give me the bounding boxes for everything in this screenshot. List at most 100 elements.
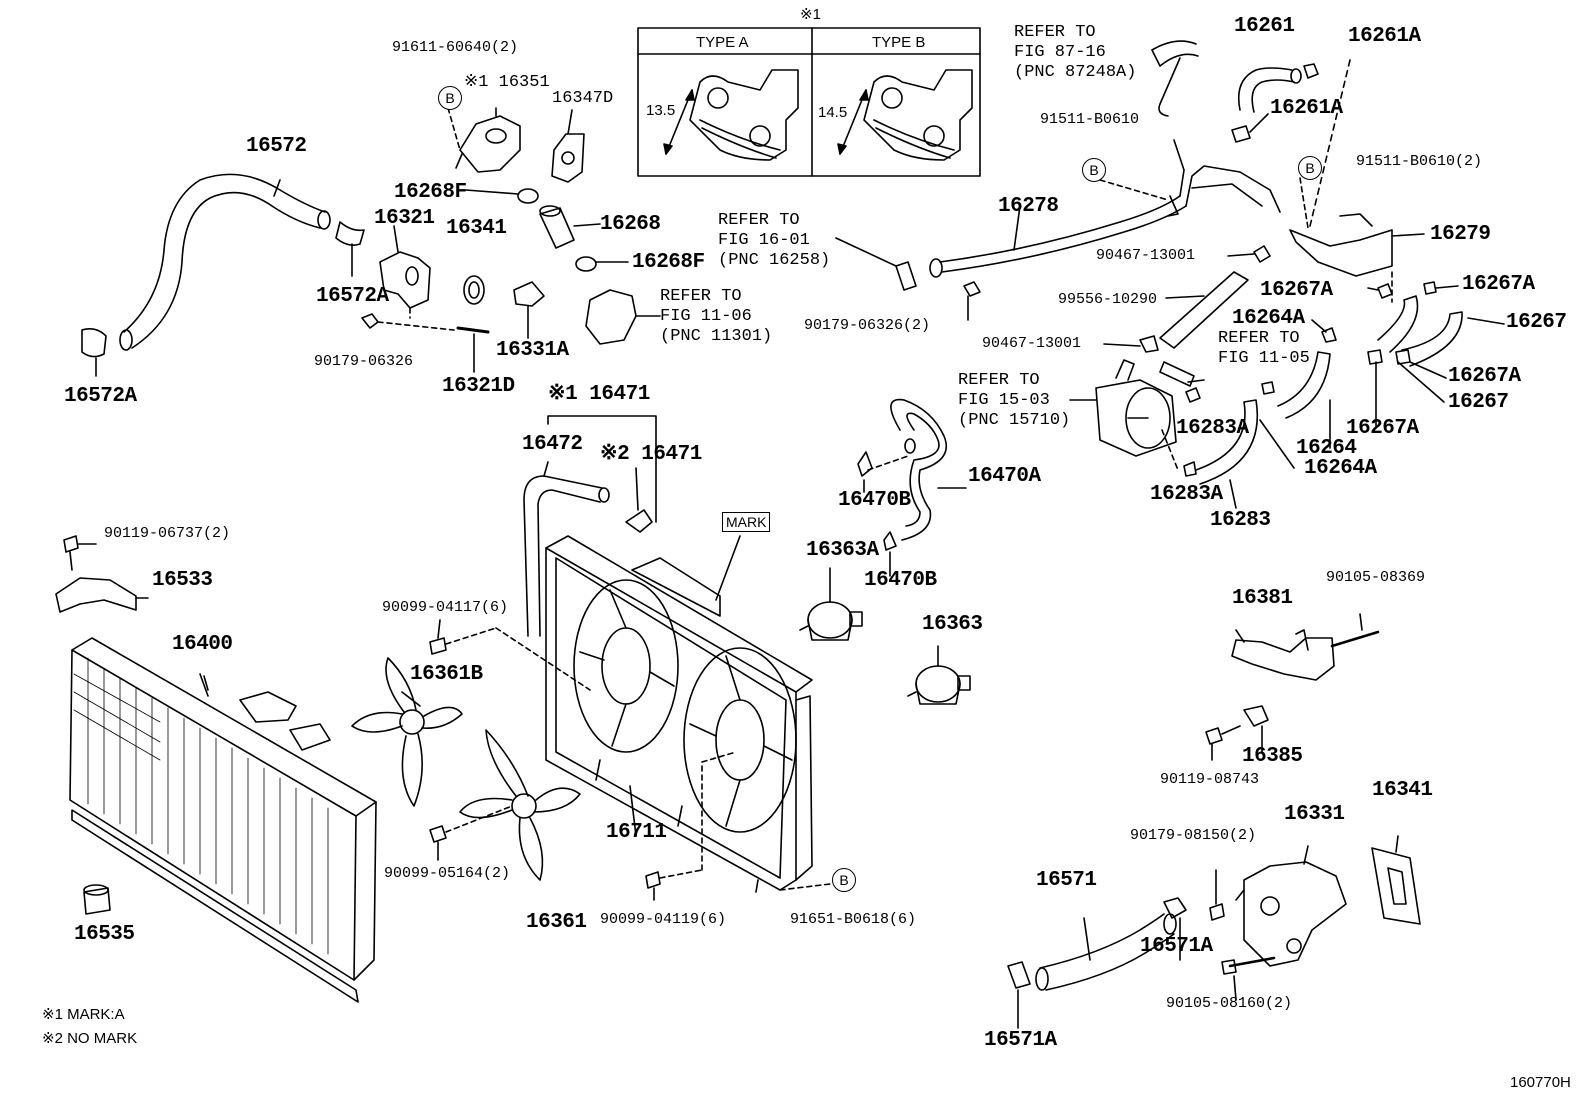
- label-90099-05164: 90099-05164(2): [384, 865, 511, 882]
- label-16268f-upper: 16268F: [394, 181, 467, 204]
- label-16331: 16331: [1284, 803, 1345, 826]
- label-90179-06326: 90179-06326: [314, 353, 414, 370]
- bracket-16385: [1244, 706, 1268, 726]
- label-16351: ※1 16351: [464, 73, 550, 92]
- ref-fig-16-01-line3: (PNC 16258): [718, 251, 831, 270]
- label-90099-04119: 90099-04119(6): [600, 911, 727, 928]
- label-16261a-mid: 16261A: [1270, 97, 1343, 120]
- label-16381: 16381: [1232, 587, 1293, 610]
- bracket-16533: [56, 578, 136, 612]
- label-16361: 16361: [526, 911, 587, 934]
- hose-16264: [1278, 352, 1330, 418]
- label-16341-no1: 16341: [446, 217, 507, 240]
- label-16267a-3: 16267A: [1448, 365, 1521, 388]
- gasket-16341-no2: [1372, 848, 1420, 924]
- type-b-title: TYPE B: [872, 34, 926, 51]
- figure-id: 160770H: [1510, 1074, 1571, 1091]
- gasket-16347d: [552, 134, 584, 182]
- upper-radiator-hose: [120, 174, 330, 350]
- circle-b-marker-4: B: [832, 868, 856, 892]
- ref-fig-87-16-line3: (PNC 87248A): [1014, 63, 1137, 82]
- type-a-title: TYPE A: [696, 34, 749, 51]
- hose-clamp-16572a-upper: [336, 222, 364, 245]
- fan-16361: [460, 730, 580, 880]
- label-16471-mark1: ※1 16471: [548, 383, 650, 406]
- ref-fig-11-05-line2: FIG 11-05: [1218, 349, 1310, 368]
- label-90119-06737: 90119-06737(2): [104, 525, 231, 542]
- mark-box: MARK: [722, 512, 771, 532]
- label-90179-08150: 90179-08150(2): [1130, 827, 1257, 844]
- label-16267a-4: 16267A: [1346, 417, 1419, 440]
- lower-radiator-hose-16571: [1040, 914, 1164, 968]
- hose-16283: [1196, 400, 1257, 484]
- gasket-ref-16-01: [896, 262, 916, 290]
- label-16264a-lower: 16264A: [1304, 457, 1377, 480]
- label-16267-2: 16267: [1448, 391, 1509, 414]
- label-91511-b0610-2: 91511-B0610(2): [1356, 153, 1483, 170]
- ref-fig-16-01-line2: FIG 16-01: [718, 231, 810, 250]
- thermostat-housing-ref: [586, 290, 636, 344]
- label-16267-1: 16267: [1506, 311, 1567, 334]
- label-16278: 16278: [998, 195, 1059, 218]
- label-16472: 16472: [522, 433, 583, 456]
- fan-motor-16363a: [800, 568, 862, 640]
- hose-clamp-16572a-lower: [82, 329, 106, 357]
- label-16571a-right: 16571A: [1140, 935, 1213, 958]
- label-16471-mark2: ※2 16471: [600, 443, 702, 466]
- water-inlet-16351: [460, 116, 520, 172]
- water-pipe-16268: [540, 208, 574, 248]
- label-16347d: 16347D: [552, 89, 614, 108]
- label-16279: 16279: [1430, 223, 1491, 246]
- label-16571: 16571: [1036, 869, 1097, 892]
- label-16268: 16268: [600, 213, 661, 236]
- label-16470a: 16470A: [968, 465, 1041, 488]
- label-16264: 16264: [1296, 437, 1357, 460]
- label-16283a-upper: 16283A: [1176, 417, 1249, 440]
- label-16385: 16385: [1242, 745, 1303, 768]
- hose-16267-b: [1402, 312, 1462, 366]
- label-16572a-lower: 16572A: [64, 385, 137, 408]
- label-16572a-upper: 16572A: [316, 285, 389, 308]
- ref-fig-11-05-line1: REFER TO: [1218, 329, 1300, 348]
- label-16470b-lower: 16470B: [864, 569, 937, 592]
- label-91651-b0618: 91651-B0618(6): [790, 911, 917, 928]
- water-inlet-16331: [1236, 846, 1346, 966]
- label-16361b: 16361B: [410, 663, 483, 686]
- label-90467-13001-upper: 90467-13001: [1096, 247, 1196, 264]
- fan-motor-16363: [908, 646, 970, 704]
- label-16321d: 16321D: [442, 375, 515, 398]
- label-16535: 16535: [74, 923, 135, 946]
- label-91611-60640: 91611-60640(2): [392, 39, 519, 56]
- ref-fig-11-06-line2: FIG 11-06: [660, 307, 752, 326]
- label-16267a-1: 16267A: [1260, 279, 1333, 302]
- label-90179-06326-2: 90179-06326(2): [804, 317, 931, 334]
- circle-b-marker-1: B: [438, 86, 462, 110]
- ref-fig-11-06-line1: REFER TO: [660, 287, 742, 306]
- label-16470b-upper: 16470B: [838, 489, 911, 512]
- hose-16261: [1239, 68, 1292, 110]
- label-16321: 16321: [374, 207, 435, 230]
- circle-b-marker-3: B: [1298, 156, 1322, 180]
- label-90119-08743: 90119-08743: [1160, 771, 1260, 788]
- bracket-16381: [1232, 638, 1334, 680]
- label-16261a-top: 16261A: [1348, 25, 1421, 48]
- label-99556-10290: 99556-10290: [1058, 291, 1158, 308]
- type-a-dimension: 13.5: [646, 102, 676, 119]
- label-16267a-2: 16267A: [1462, 273, 1535, 296]
- ref-fig-87-16-line1: REFER TO: [1014, 23, 1096, 42]
- fan-16361b: [352, 658, 462, 806]
- label-16533: 16533: [152, 569, 213, 592]
- footnote-1: ※1 MARK:A: [42, 1006, 125, 1023]
- label-16363: 16363: [922, 613, 983, 636]
- ref-fig-15-03-line2: FIG 15-03: [958, 391, 1050, 410]
- label-90105-08369: 90105-08369: [1326, 569, 1426, 586]
- reservoir-cap-16471: [626, 510, 652, 532]
- cushion-16535: [84, 888, 110, 914]
- hose-99556: [1160, 272, 1248, 348]
- label-16283a-lower: 16283A: [1150, 483, 1223, 506]
- fan-shroud-16711: [546, 536, 812, 892]
- footnote-2: ※2 NO MARK: [42, 1030, 138, 1047]
- label-16400: 16400: [172, 633, 233, 656]
